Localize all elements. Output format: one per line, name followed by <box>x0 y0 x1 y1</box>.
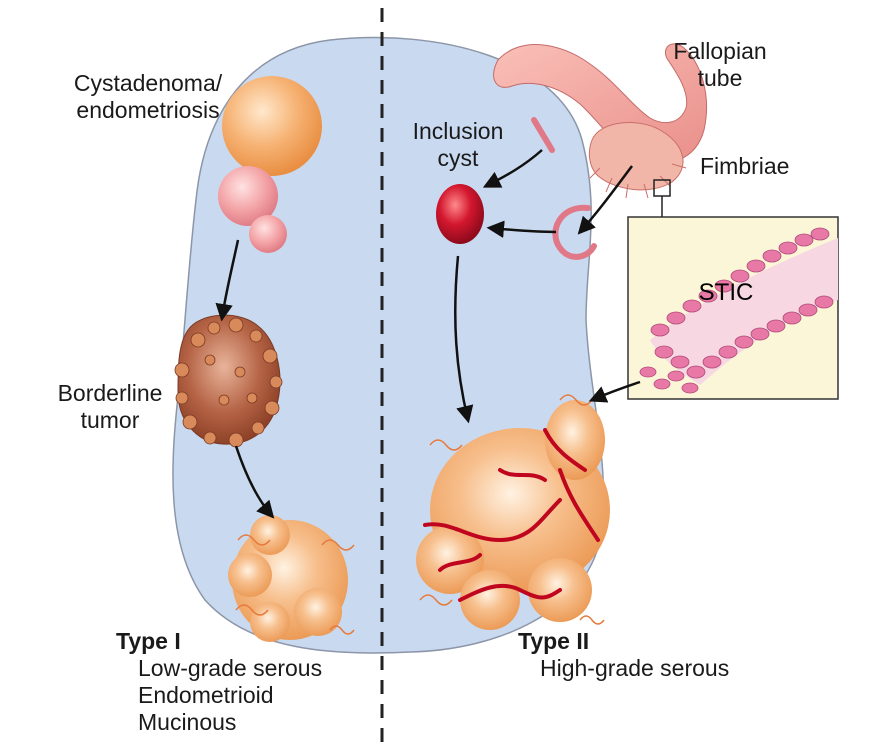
arrow-borderline-to-type1 <box>234 445 275 519</box>
type1-tumor <box>228 515 355 642</box>
type1-title: Type I <box>116 628 181 654</box>
borderline-label-line2: tumor <box>80 407 140 433</box>
arrow-lining-to-inclusion <box>482 149 543 188</box>
borderline-label: Borderline tumor <box>40 380 180 434</box>
stic-epithelium <box>639 227 838 394</box>
cystadenoma-cyst-medium <box>218 166 278 226</box>
cystadenoma-cyst-small <box>249 215 287 253</box>
inclusion-cyst-label-line1: Inclusion <box>412 118 504 144</box>
borderline-tumor <box>174 314 283 448</box>
type2-block: Type II High-grade serous <box>518 628 729 682</box>
fimbriae <box>588 122 687 199</box>
cystadenoma-cyst-large <box>222 76 322 176</box>
inclusion-cyst-label-line2: cyst <box>437 145 479 171</box>
arrow-inclusion-to-type2 <box>453 255 474 424</box>
type1-subtype-0: Low-grade serous <box>138 655 323 681</box>
arrow-invagination-to-inclusion <box>486 220 557 238</box>
epithelial-lining-segment <box>531 117 555 153</box>
type2-tumor <box>416 394 610 630</box>
arrow-fimbriae-to-ovary <box>577 165 634 235</box>
borderline-label-line1: Borderline <box>57 380 163 406</box>
stic-label: STIC <box>699 279 754 306</box>
type1-subtype-1: Endometrioid <box>138 682 274 708</box>
surface-invagination <box>552 204 597 260</box>
cystadenoma-label-line1: Cystadenoma/ <box>73 70 223 96</box>
type1-block: Type I Low-grade serous Endometrioid Muc… <box>116 628 322 736</box>
cystadenoma-label: Cystadenoma/ endometriosis <box>48 70 248 124</box>
cystadenoma-label-line2: endometriosis <box>76 97 220 123</box>
fallopian-tube-label-line2: tube <box>697 65 743 91</box>
inclusion-cyst-label: Inclusion cyst <box>398 118 518 172</box>
type1-subtype-2: Mucinous <box>138 709 237 735</box>
type2-title: Type II <box>518 628 590 654</box>
fimbriae-label: Fimbriae <box>700 153 790 179</box>
arrow-stic-to-type2 <box>588 380 641 403</box>
fallopian-tube-label: Fallopian tube <box>650 38 790 92</box>
arrow-cyst-to-borderline <box>215 239 240 322</box>
type2-subtype-0: High-grade serous <box>540 655 730 681</box>
inclusion-cyst <box>436 184 484 244</box>
fallopian-tube-label-line1: Fallopian <box>673 38 767 64</box>
